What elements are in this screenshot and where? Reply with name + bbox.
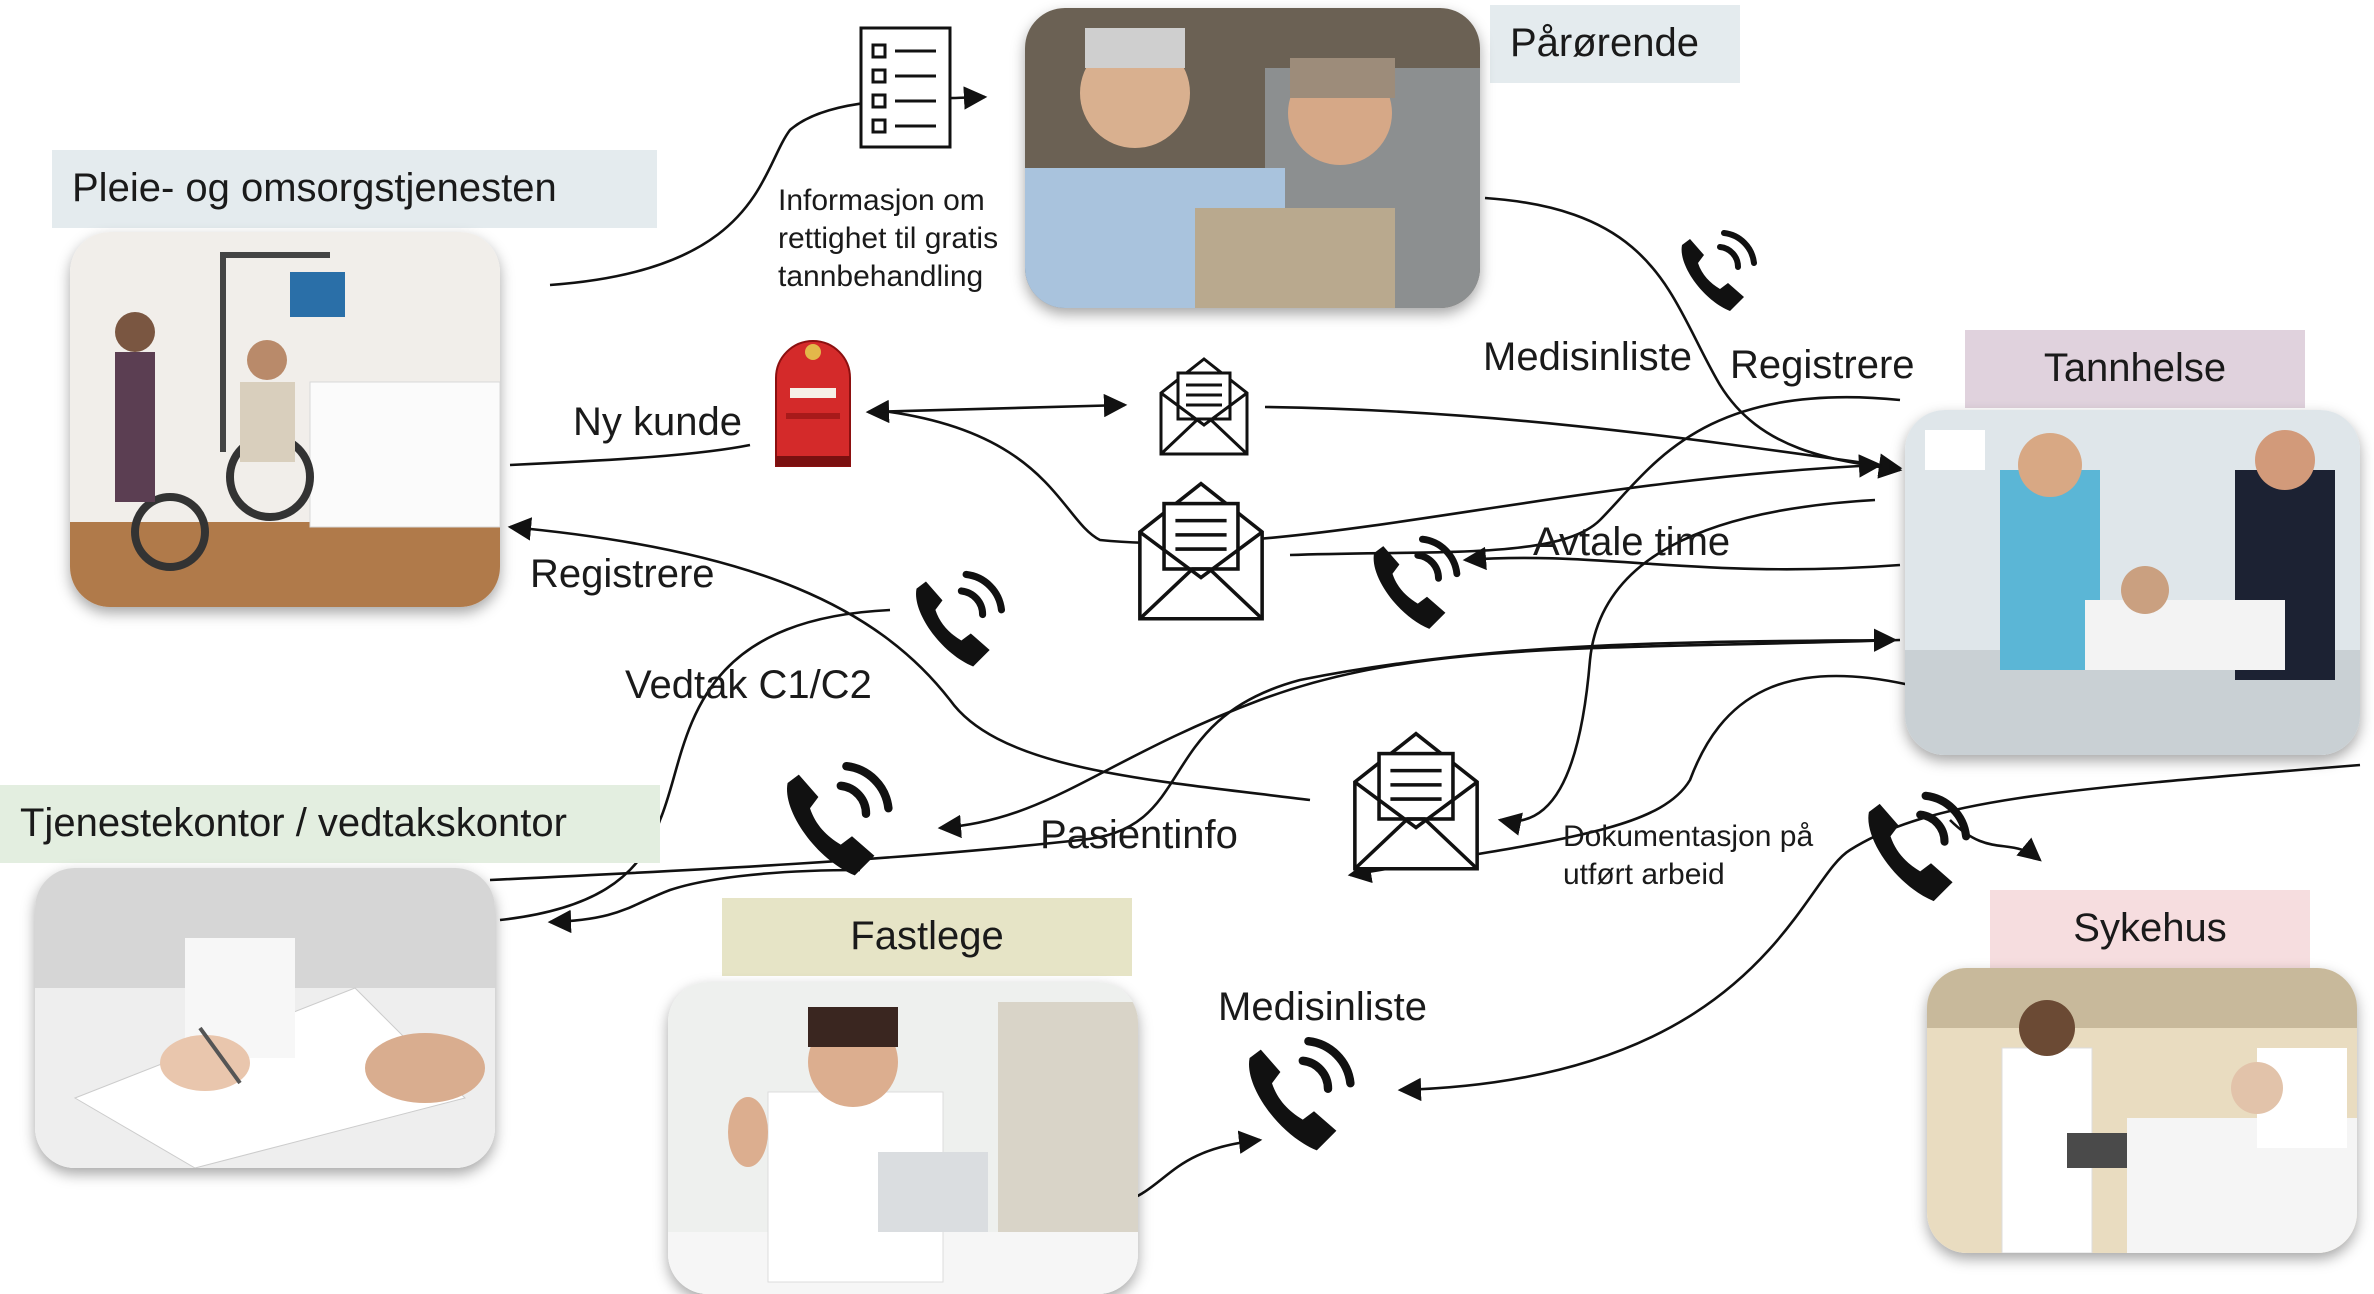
photo-parorende [1025, 8, 1480, 308]
label-pleie: Pleie- og omsorgstjenesten [52, 150, 657, 228]
photo-pleie [70, 232, 500, 607]
arrow-tannhelse-to-envelope-bottom [1347, 674, 1931, 884]
phone-icon [1249, 1037, 1355, 1151]
label-parorende: Pårørende [1490, 5, 1740, 83]
flow-registrere-left: Registrere [530, 552, 715, 596]
arrow-ny-kunde [509, 443, 751, 467]
arrow-dokumentasjon [1397, 763, 2361, 1102]
flow-dokumentasjon: Dokumentasjon på utført arbeid [1563, 820, 1814, 891]
photo-tjenestekontor [35, 868, 495, 1168]
photo-sykehus [1927, 968, 2357, 1253]
checklist-icon [859, 26, 952, 149]
envelope-icon [1159, 357, 1249, 456]
phone-icon [787, 762, 893, 876]
phone-icon [1373, 535, 1461, 629]
arrow-envelope-to-tannhelse [1264, 405, 1903, 477]
photo-fastlege [668, 982, 1138, 1294]
flow-registrere-right: Registrere [1730, 343, 1915, 387]
flow-medisinliste-top: Medisinliste [1483, 335, 1692, 379]
label-sykehus: Sykehus [1990, 890, 2310, 968]
arrow-registrere-to-pleie [507, 517, 1311, 802]
phone-icon [1868, 791, 1971, 902]
flow-vedtak: Vedtak C1/C2 [625, 663, 872, 707]
photo-tannhelse [1905, 410, 2360, 755]
flow-ny-kunde: Ny kunde [573, 400, 742, 444]
label-tannhelse: Tannhelse [1965, 330, 2305, 408]
arrow-pasientinfo-to-tjeneste [547, 868, 861, 934]
arrow-mailbox-envelope [865, 393, 1128, 424]
label-tjenestekontor: Tjenestekontor / vedtakskontor [0, 785, 660, 863]
arrow-avtale-time [1462, 546, 1901, 571]
envelope-icon [1353, 731, 1479, 871]
arrow-parorende-to-tannhelse [1484, 196, 1903, 479]
flow-pasientinfo: Pasientinfo [1040, 813, 1238, 857]
phone-icon [916, 570, 1006, 667]
label-fastlege: Fastlege [722, 898, 1132, 976]
mailbox-icon [775, 340, 851, 467]
envelope-icon [1138, 481, 1264, 621]
flow-informasjon: Informasjon om rettighet til gratis tann… [778, 184, 999, 293]
arrow-vedtak [499, 608, 891, 922]
arrow-tjenestekontor-to-tannhelse [489, 628, 1898, 882]
flow-avtale-time: Avtale time [1533, 520, 1731, 564]
flow-medisinliste-bottom: Medisinliste [1218, 985, 1427, 1029]
arrow-pasientinfo-left [937, 638, 1901, 839]
phone-icon [1681, 230, 1757, 311]
